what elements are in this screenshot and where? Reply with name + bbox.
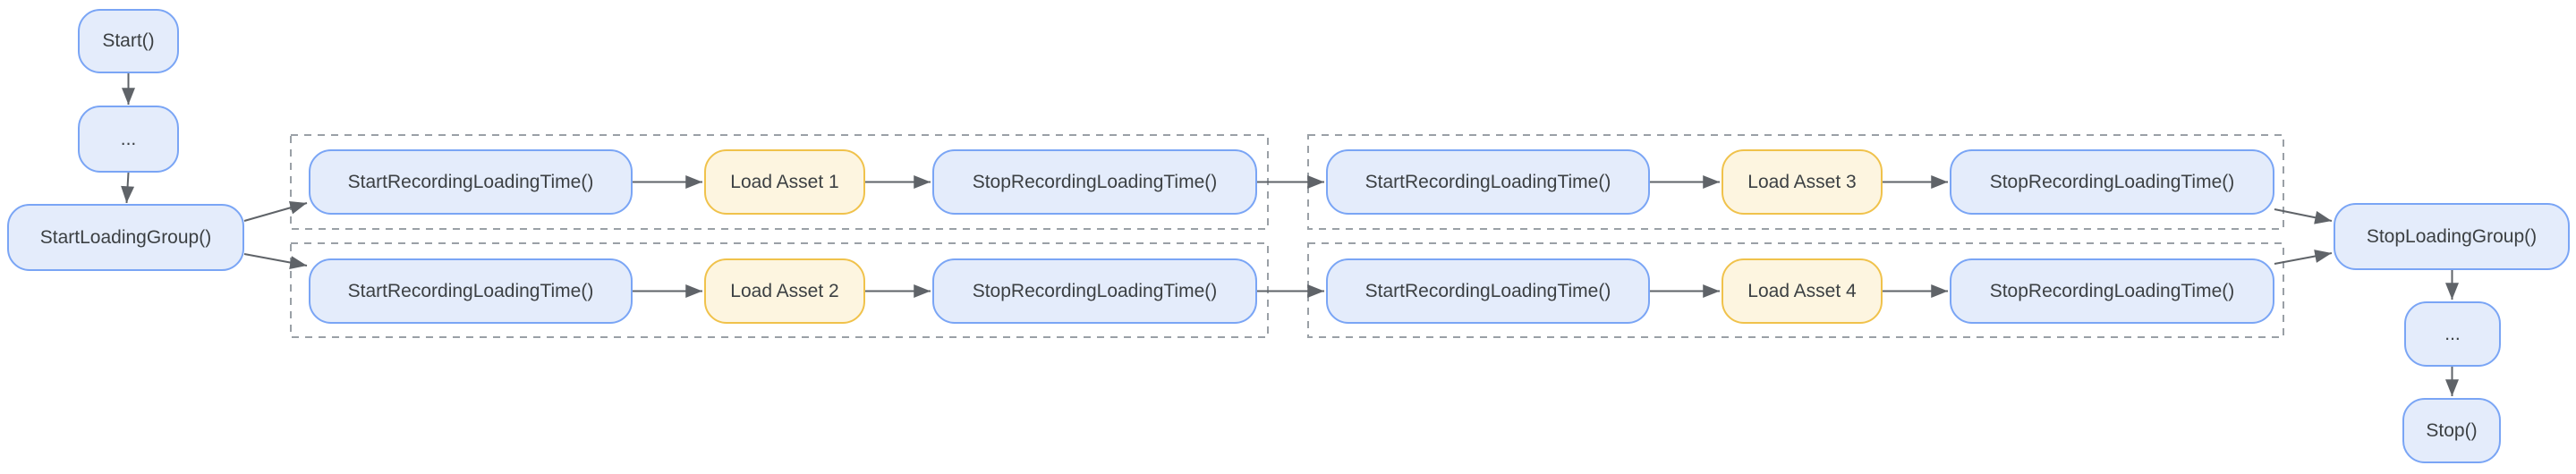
node-start: Start()	[78, 9, 179, 73]
group2-row1-boundary	[1307, 134, 2284, 230]
edge-start-loading-group-to-group1-row2	[243, 253, 308, 269]
edge-ellipsis-top-to-start-loading-group	[121, 172, 135, 204]
node-g2r2-start-recording: StartRecordingLoadingTime()	[1326, 258, 1650, 324]
node-g2r1-stop-recording: StopRecordingLoadingTime()	[1950, 149, 2274, 215]
node-stop-loading-group: StopLoadingGroup()	[2334, 203, 2570, 270]
edge-start-loading-group-to-group1-row1	[243, 200, 308, 222]
node-load-asset-2: Load Asset 2	[704, 258, 865, 324]
node-ellipsis-top: ...	[78, 106, 179, 173]
node-start-loading-group: StartLoadingGroup()	[7, 204, 244, 271]
node-ellipsis-bottom: ...	[2404, 301, 2501, 367]
node-g2r1-start-recording: StartRecordingLoadingTime()	[1326, 149, 1650, 215]
node-g1r1-stop-recording: StopRecordingLoadingTime()	[932, 149, 1257, 215]
node-load-asset-3: Load Asset 3	[1722, 149, 1883, 215]
group2-row2-boundary	[1307, 242, 2284, 338]
edge-group2-row1-to-stop-loading-group	[2274, 208, 2333, 224]
node-g1r2-stop-recording: StopRecordingLoadingTime()	[932, 258, 1257, 324]
node-g1r1-start-recording: StartRecordingLoadingTime()	[309, 149, 633, 215]
edge-group2-row2-to-stop-loading-group	[2274, 250, 2333, 265]
node-g1r2-start-recording: StartRecordingLoadingTime()	[309, 258, 633, 324]
node-stop: Stop()	[2402, 398, 2501, 463]
node-g2r2-stop-recording: StopRecordingLoadingTime()	[1950, 258, 2274, 324]
node-load-asset-4: Load Asset 4	[1722, 258, 1883, 324]
node-load-asset-1: Load Asset 1	[704, 149, 865, 215]
